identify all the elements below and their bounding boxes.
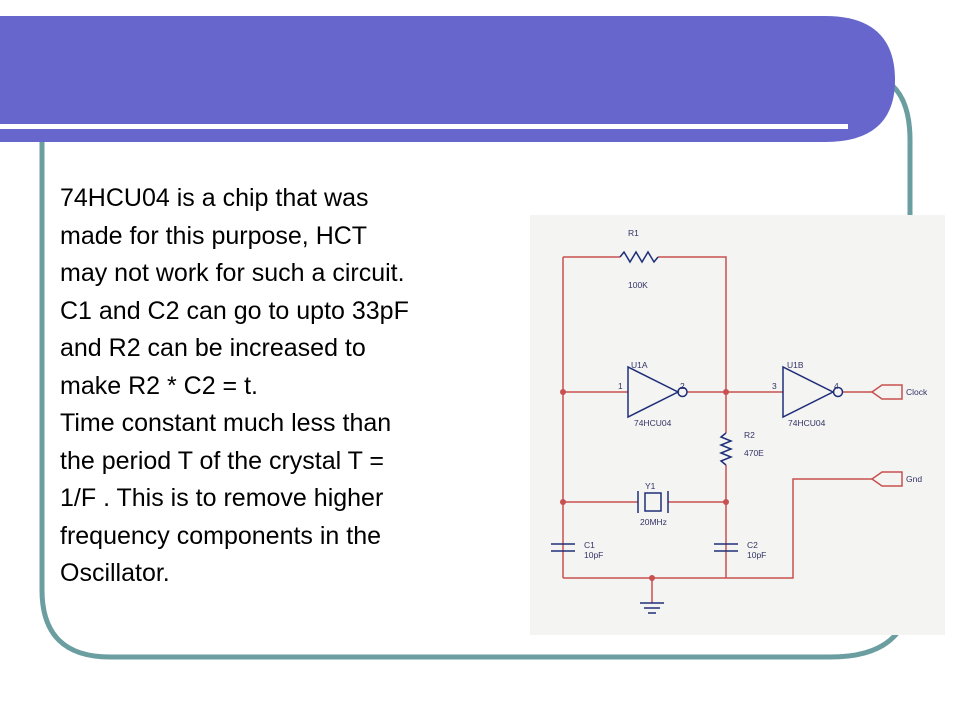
r2-resistor-symbol xyxy=(718,432,734,466)
text-line: C1 and C2 can go to upto 33pF xyxy=(60,296,409,325)
u1a-pin-in: 1 xyxy=(618,381,623,391)
y1-ref: Y1 xyxy=(645,481,656,491)
c1-ref: C1 xyxy=(584,540,595,550)
u1b-inversion-bubble xyxy=(832,386,844,398)
r1-value: 100K xyxy=(628,280,648,290)
y1-value: 20MHz xyxy=(640,517,667,527)
y1-crystal-body xyxy=(644,492,662,512)
text-line: may not work for such a circuit. xyxy=(60,259,405,287)
u1a-ref: U1A xyxy=(631,360,648,370)
u1b-part: 74HCU04 xyxy=(788,418,826,428)
u1b-ref: U1B xyxy=(787,360,804,370)
text-line: made for this purpose, HCT xyxy=(60,221,368,250)
clock-port-symbol xyxy=(870,384,903,400)
clock-port-label: Clock xyxy=(906,387,928,397)
r1-ref: R1 xyxy=(628,228,639,238)
text-line: and R2 can be increased to xyxy=(60,334,366,362)
wire-ground-rail xyxy=(563,478,872,579)
c2-value: 10pF xyxy=(747,550,766,560)
text-line: frequency components in the xyxy=(60,521,382,550)
text-line: 1/F . This is to remove higher xyxy=(60,484,384,512)
wire-r1-top-right xyxy=(658,256,727,433)
u1a-part: 74HCU04 xyxy=(634,418,672,428)
text-line: Oscillator. xyxy=(60,559,170,587)
junction-dot xyxy=(723,499,729,505)
r2-ref: R2 xyxy=(744,430,755,440)
r1-resistor-symbol xyxy=(619,250,659,264)
oscillator-schematic: R1 100K U1A 1 2 74HCU04 U1B 3 4 74HCU04 … xyxy=(530,215,945,635)
text-line: the period T of the crystal T = xyxy=(60,446,385,475)
schematic-background xyxy=(530,215,945,635)
gnd-port-symbol xyxy=(870,471,903,487)
r2-value: 470E xyxy=(744,448,764,458)
u1b-pin-in: 3 xyxy=(772,381,777,391)
labels: R1 100K U1A 1 2 74HCU04 U1B 3 4 74HCU04 … xyxy=(584,228,928,560)
u1a-pin-out: 2 xyxy=(680,381,685,391)
wires xyxy=(562,256,872,603)
slide-border xyxy=(39,77,913,660)
text-line: 74HCU04 is a chip that was xyxy=(60,184,369,212)
junctions xyxy=(560,389,729,581)
junction-dot xyxy=(560,389,566,395)
junction-dot xyxy=(649,575,655,581)
u1b-pin-out: 4 xyxy=(834,381,839,391)
junction-dot xyxy=(560,499,566,505)
text-line: make R2 * C2 = t. xyxy=(60,371,258,400)
c1-value: 10pF xyxy=(584,550,603,560)
u1a-inverter-symbol xyxy=(627,365,680,419)
u1a-inversion-bubble xyxy=(677,386,688,398)
components xyxy=(551,250,903,614)
junction-dot xyxy=(723,389,729,395)
gnd-port-label: Gnd xyxy=(906,474,922,484)
body-text: 74HCU04 is a chip that was made for this… xyxy=(60,180,530,593)
c2-ref: C2 xyxy=(747,540,758,550)
title-banner xyxy=(0,16,895,142)
text-line: Time constant much less than xyxy=(60,409,392,437)
u1b-inverter-symbol xyxy=(782,365,835,419)
title-rule xyxy=(0,124,848,129)
